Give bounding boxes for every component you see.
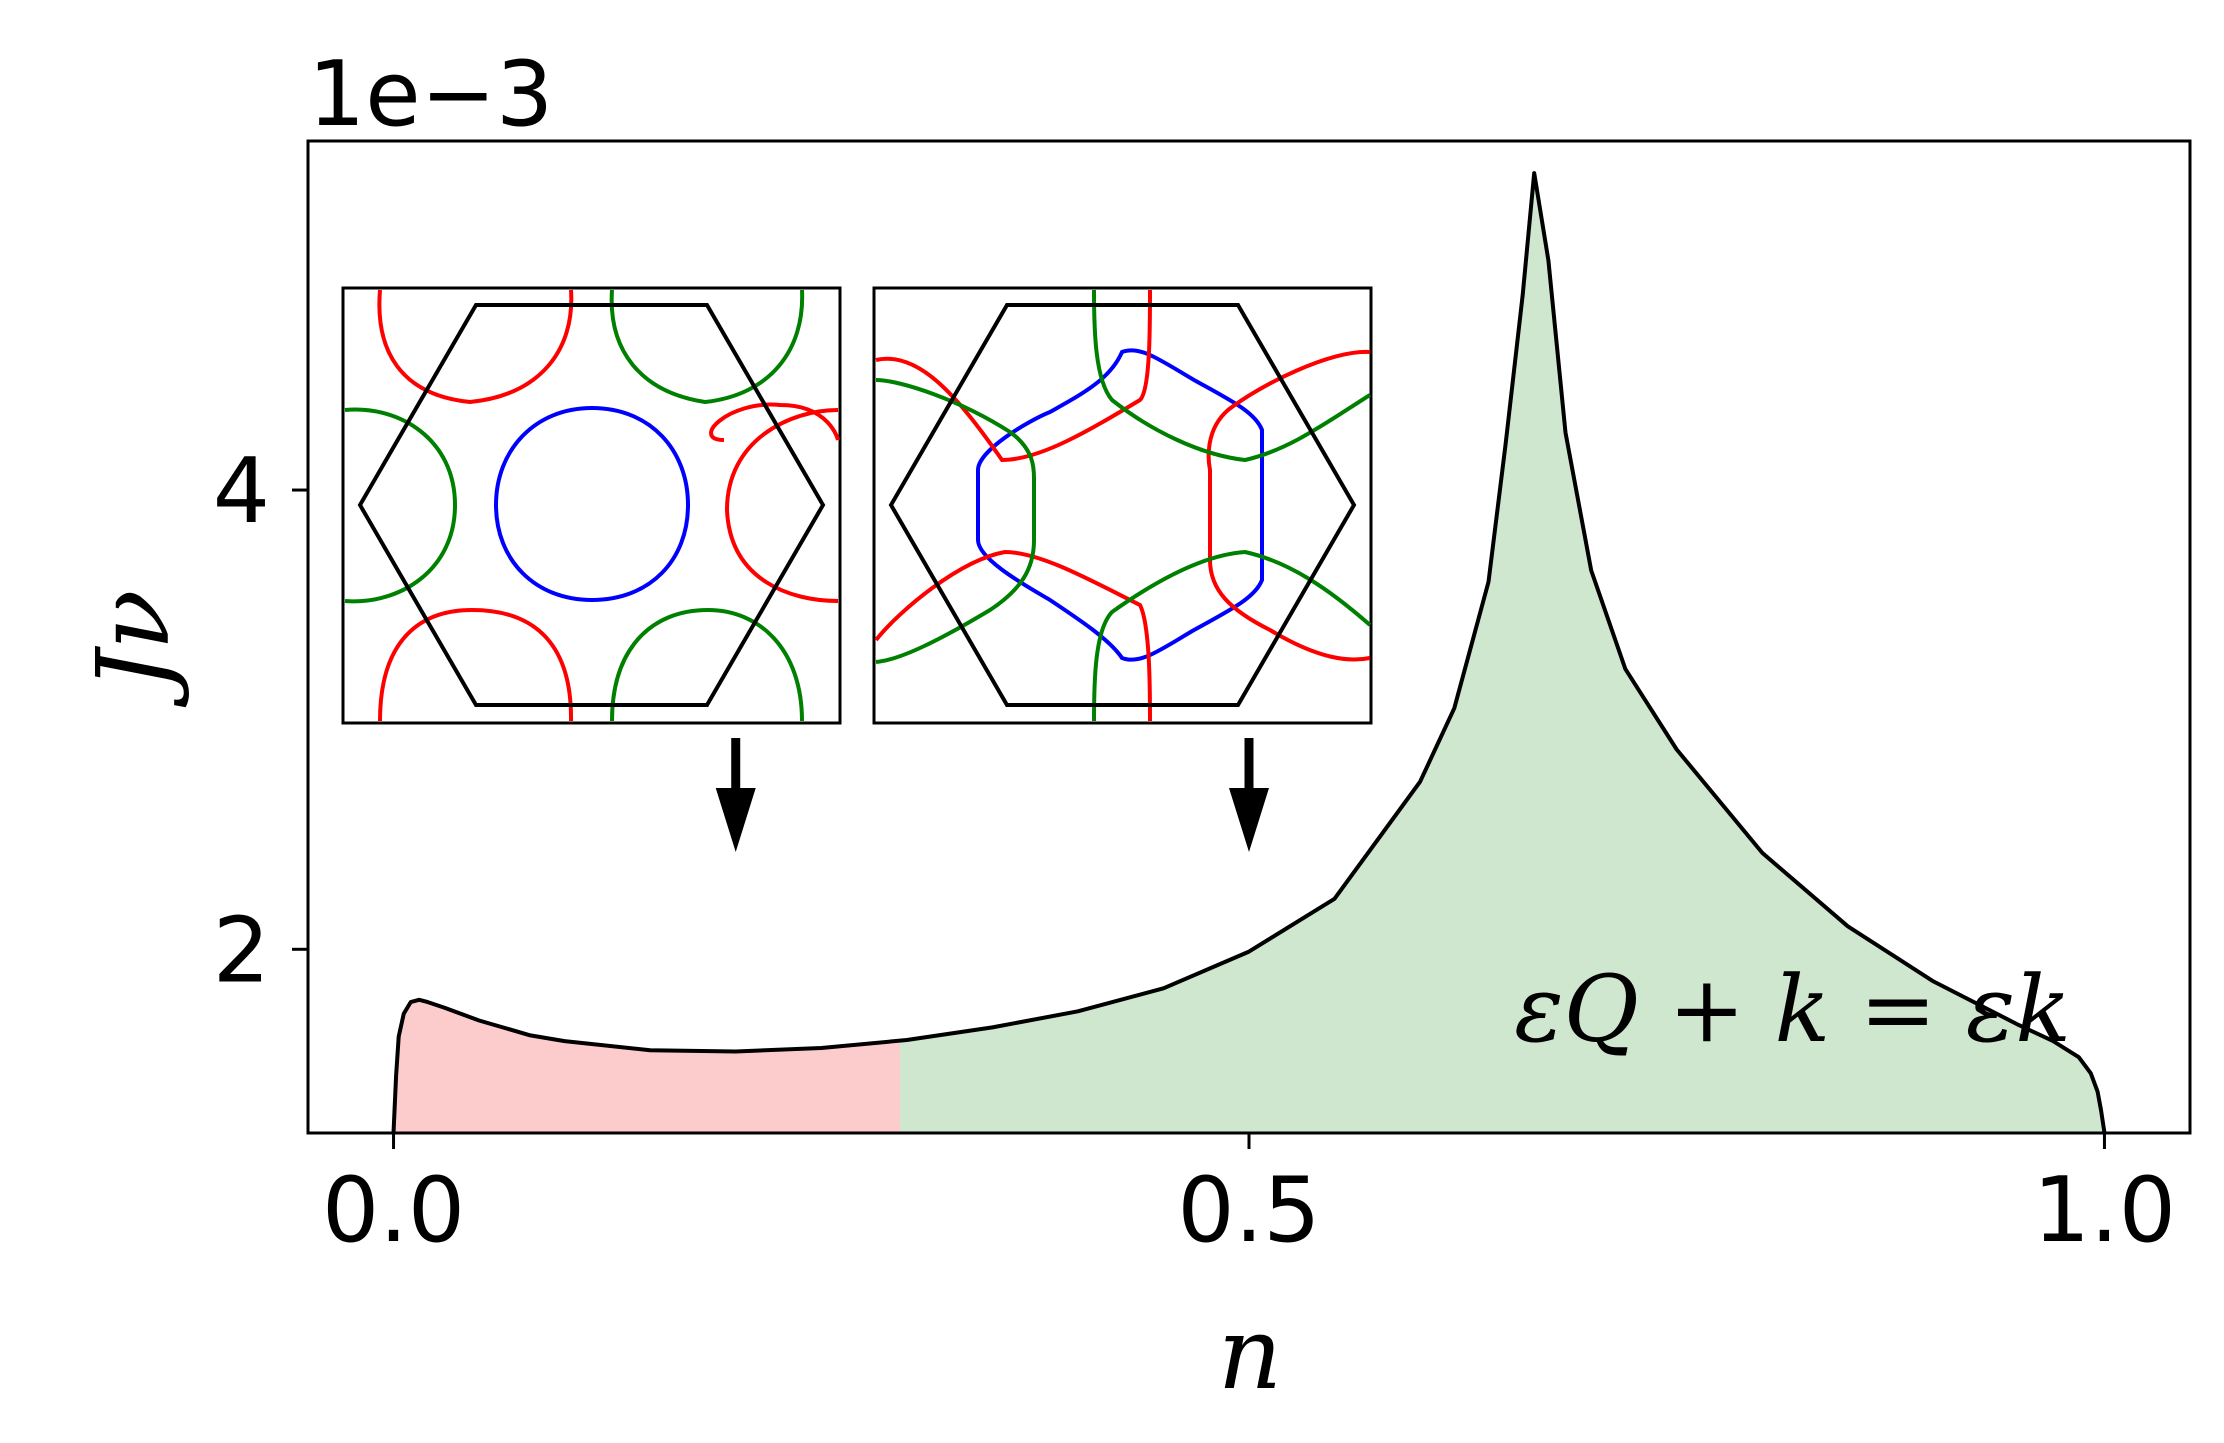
inset-arrows — [715, 738, 1269, 852]
contour-red — [377, 289, 840, 722]
axis-offset-label: 1e−3 — [308, 42, 553, 147]
x-tick-label: 0.0 — [322, 1158, 465, 1263]
series-line — [391, 171, 2107, 1134]
contour-blue — [493, 405, 691, 603]
annotation-degeneracy: εQ + k = εk — [1514, 956, 2071, 1063]
brillouin-zone — [888, 303, 1357, 707]
arrow-head-1 — [715, 788, 756, 852]
contour-green — [344, 289, 805, 722]
shaded-region-1 — [393, 999, 900, 1133]
x-tick-label: 0.5 — [1177, 1158, 1320, 1263]
inset-fermi-surface-2 — [872, 286, 1373, 725]
shaded-region-2 — [900, 173, 2105, 1133]
y-tick-label: 2 — [213, 898, 270, 1003]
x-axis-title: n — [1218, 1295, 1282, 1412]
contour-blue — [976, 348, 1264, 662]
y-axis-title: Jν — [75, 590, 192, 708]
x-axis-ticks: 0.0 0.5 1.0 — [322, 1133, 2176, 1263]
inset-fermi-surface-1 — [341, 286, 842, 725]
y-tick-label: 4 — [213, 439, 270, 544]
brillouin-zone — [357, 303, 826, 707]
y-axis-ticks: 24 — [213, 439, 308, 1003]
x-tick-label: 1.0 — [2033, 1158, 2176, 1263]
arrow-head-2 — [1229, 788, 1269, 852]
contour-green — [875, 289, 1371, 722]
